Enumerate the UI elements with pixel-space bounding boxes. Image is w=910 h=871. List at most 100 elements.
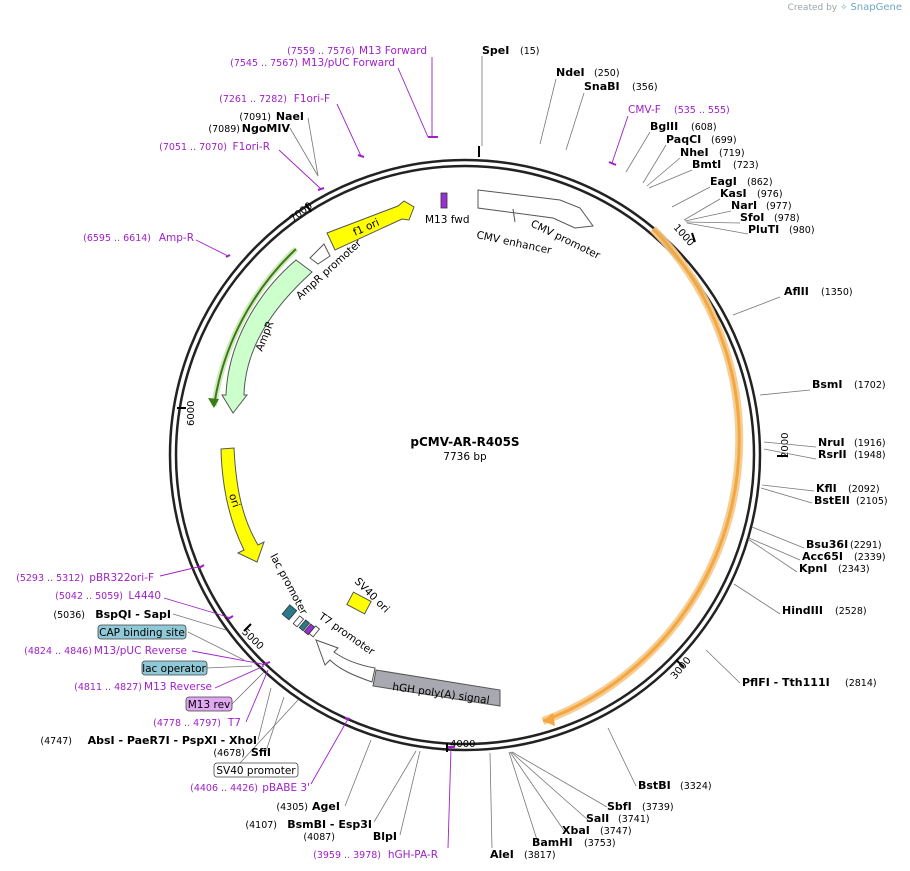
tick-label-2000: 2000 [780,433,791,458]
leader-bsmbi [373,750,417,823]
primer-labels: (7559 .. 7576) M13 Forward (7545 .. 7567… [16,45,730,861]
primer-pos-f1ori-r: (7051 .. 7070) [159,142,227,153]
enzyme-bsmbi-esp3i[interactable]: BsmBI - Esp3I [287,818,372,831]
primer-t7[interactable]: T7 [227,717,241,729]
enzyme-xbai[interactable]: XbaI [562,824,590,837]
leader-amp-r [195,239,229,257]
leader-acc65i [748,537,801,561]
enzyme-bsteii[interactable]: BstEII [814,494,850,507]
enzyme-pos-eagi: (862) [747,177,773,188]
primer-amp-r[interactable]: Amp-R [159,232,194,244]
tick-7000 [305,203,312,213]
primer-pos-f1ori-f: (7261 .. 7282) [219,94,287,105]
box-cap-binding-site[interactable] [97,624,187,640]
enzyme-bglii[interactable]: BglII [650,120,678,133]
box-m13-rev[interactable] [185,696,233,712]
leader-t7 [245,669,269,723]
enzyme-nari[interactable]: NarI [731,199,757,212]
enzyme-kfli[interactable]: KflI [816,482,837,495]
primer-cmv-f[interactable]: CMV-F [628,104,661,116]
enzyme-pos-sfii: (4678) [213,748,245,759]
enzyme-aflii[interactable]: AflII [784,285,809,298]
enzyme-rsrii[interactable]: RsrII [818,448,847,461]
enzyme-nhei[interactable]: NheI [680,146,709,159]
primer-m13puc-reverse[interactable]: M13/pUC Reverse [94,645,187,657]
enzyme-pos-blpi: (4087) [303,832,335,843]
enzyme-pos-bsmbi: (4107) [245,820,277,831]
feature-m13-fwd: M13 fwd [425,214,470,226]
enzyme-blpi[interactable]: BlpI [373,830,397,843]
leader-kasi [683,198,721,221]
enzyme-bsu36i[interactable]: Bsu36I [806,538,848,551]
box-sv40-promoter[interactable] [213,762,299,778]
enzyme-kpni[interactable]: KpnI [799,562,827,575]
enzyme-spei[interactable]: SpeI [482,44,509,57]
enzyme-absi-xhoi[interactable]: AbsI - PaeR7I - PspXI - XhoI [88,734,257,747]
lac-promoter-box [292,615,305,628]
enzyme-nrui[interactable]: NruI [818,436,845,449]
leader-xbai [509,751,566,833]
leader-lac-operator [206,665,253,669]
leader-xhoi [257,687,272,741]
enzyme-bmti[interactable]: BmtI [692,158,721,171]
enzyme-paqci[interactable]: PaqCI [666,133,701,146]
leader-m13rev-box [231,671,265,705]
enzyme-pluti[interactable]: PluTI [748,223,779,236]
box-lac-operator[interactable] [141,660,208,676]
primer-pos-t7: (4778 .. 4797) [153,718,221,729]
enzyme-sfii[interactable]: SfiI [251,746,271,759]
primer-mark-m13rev [261,661,271,666]
enzyme-snabi[interactable]: SnaBI [584,80,620,93]
leader-naei [307,117,319,177]
enzyme-pos-bglii: (608) [691,122,717,133]
enzyme-bamhi[interactable]: BamHI [532,836,573,849]
primer-m13-reverse[interactable]: M13 Reverse [144,681,212,693]
primer-m13puc-forward[interactable]: M13/pUC Forward [302,57,395,69]
leader-pflfi [705,649,741,684]
primer-hgh-pa-r[interactable]: hGH-PA-R [388,849,438,861]
primer-pos-l4440: (5042 .. 5059) [55,591,123,602]
primer-pbr322ori-f[interactable]: pBR322ori-F [89,572,154,584]
enzyme-naei[interactable]: NaeI [276,110,304,123]
enzyme-agei[interactable]: AgeI [312,800,340,813]
enzyme-sbfi[interactable]: SbfI [607,800,632,813]
primer-l4440[interactable]: L4440 [128,590,161,602]
enzyme-pos-xbai: (3747) [600,826,632,837]
enzyme-ndei[interactable]: NdeI [556,66,585,79]
enzyme-ngomiv[interactable]: NgoMIV [242,122,291,135]
enzyme-alei[interactable]: AleI [490,848,514,861]
leader-sv40-promoter [239,699,299,764]
enzyme-eagi[interactable]: EagI [710,175,737,188]
cmv-divider [512,208,516,223]
enzyme-sali[interactable]: SalI [586,812,609,825]
enzyme-bstbi[interactable]: BstBI [638,779,671,792]
ampr-arrow [221,259,313,414]
enzyme-pos-kpni: (2343) [838,564,870,575]
leader-bglii [625,131,651,173]
enzyme-sfoi[interactable]: SfoI [740,211,764,224]
enzyme-bsmi[interactable]: BsmI [812,378,843,391]
enzyme-pflfi-tth111i[interactable]: PflFI - Tth111I [742,676,830,689]
leader-kpni [747,538,798,573]
leader-bamhi [508,751,539,844]
credit-brand: SnapGene [850,2,902,13]
primer-pos-m13-forward: (7559 .. 7576) [287,46,355,57]
primer-m13-forward[interactable]: M13 Forward [359,45,427,57]
enzyme-bspqi-sapi[interactable]: BspQI - SapI [95,608,171,621]
plasmid-name: pCMV-AR-R405S [410,435,519,449]
leader-pbr322ori-f [159,565,203,577]
primer-f1ori-f[interactable]: F1ori-F [294,93,330,105]
enzyme-hindiii[interactable]: HindIII [782,604,823,617]
leader-aflii [732,296,781,316]
leader-pluti [686,222,749,235]
orf-arrow-head [543,713,555,726]
primer-pbabe[interactable]: pBABE 3' [262,782,310,794]
enzyme-acc65i[interactable]: Acc65I [802,550,843,563]
primer-f1ori-r[interactable]: F1ori-R [233,141,270,153]
enzyme-pos-sbfi: (3739) [642,802,674,813]
label-m13-rev: M13 rev [188,699,231,711]
leader-nrui [763,441,817,448]
enzyme-kasi[interactable]: KasI [720,187,747,200]
enzyme-pos-paqci: (699) [711,135,737,146]
